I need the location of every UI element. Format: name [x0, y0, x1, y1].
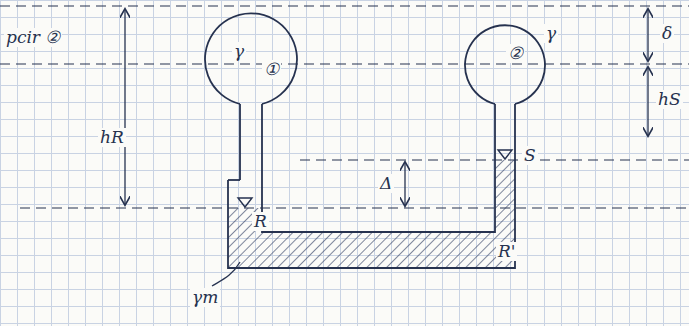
point-number: ①	[262, 60, 281, 79]
level-label: R	[252, 212, 269, 231]
manometer-liquid	[228, 160, 515, 268]
specific-weight: γm	[190, 288, 220, 307]
reference-lines	[0, 6, 689, 208]
dimension-arrows	[125, 10, 648, 286]
dimension-label: Δ	[378, 174, 394, 193]
point-label: R'	[496, 242, 517, 261]
height-label: hR	[98, 128, 126, 147]
level-label: S	[522, 146, 538, 165]
level-markers	[238, 150, 512, 207]
dimension-label: δ	[660, 24, 674, 43]
specific-weight: γ	[544, 24, 558, 43]
specific-weight: γ	[232, 42, 246, 61]
tubes-and-bulbs	[205, 13, 545, 268]
point-number: ②	[506, 44, 525, 63]
height-label: hS	[656, 90, 683, 109]
pressure-label: pcir ②	[4, 28, 62, 47]
